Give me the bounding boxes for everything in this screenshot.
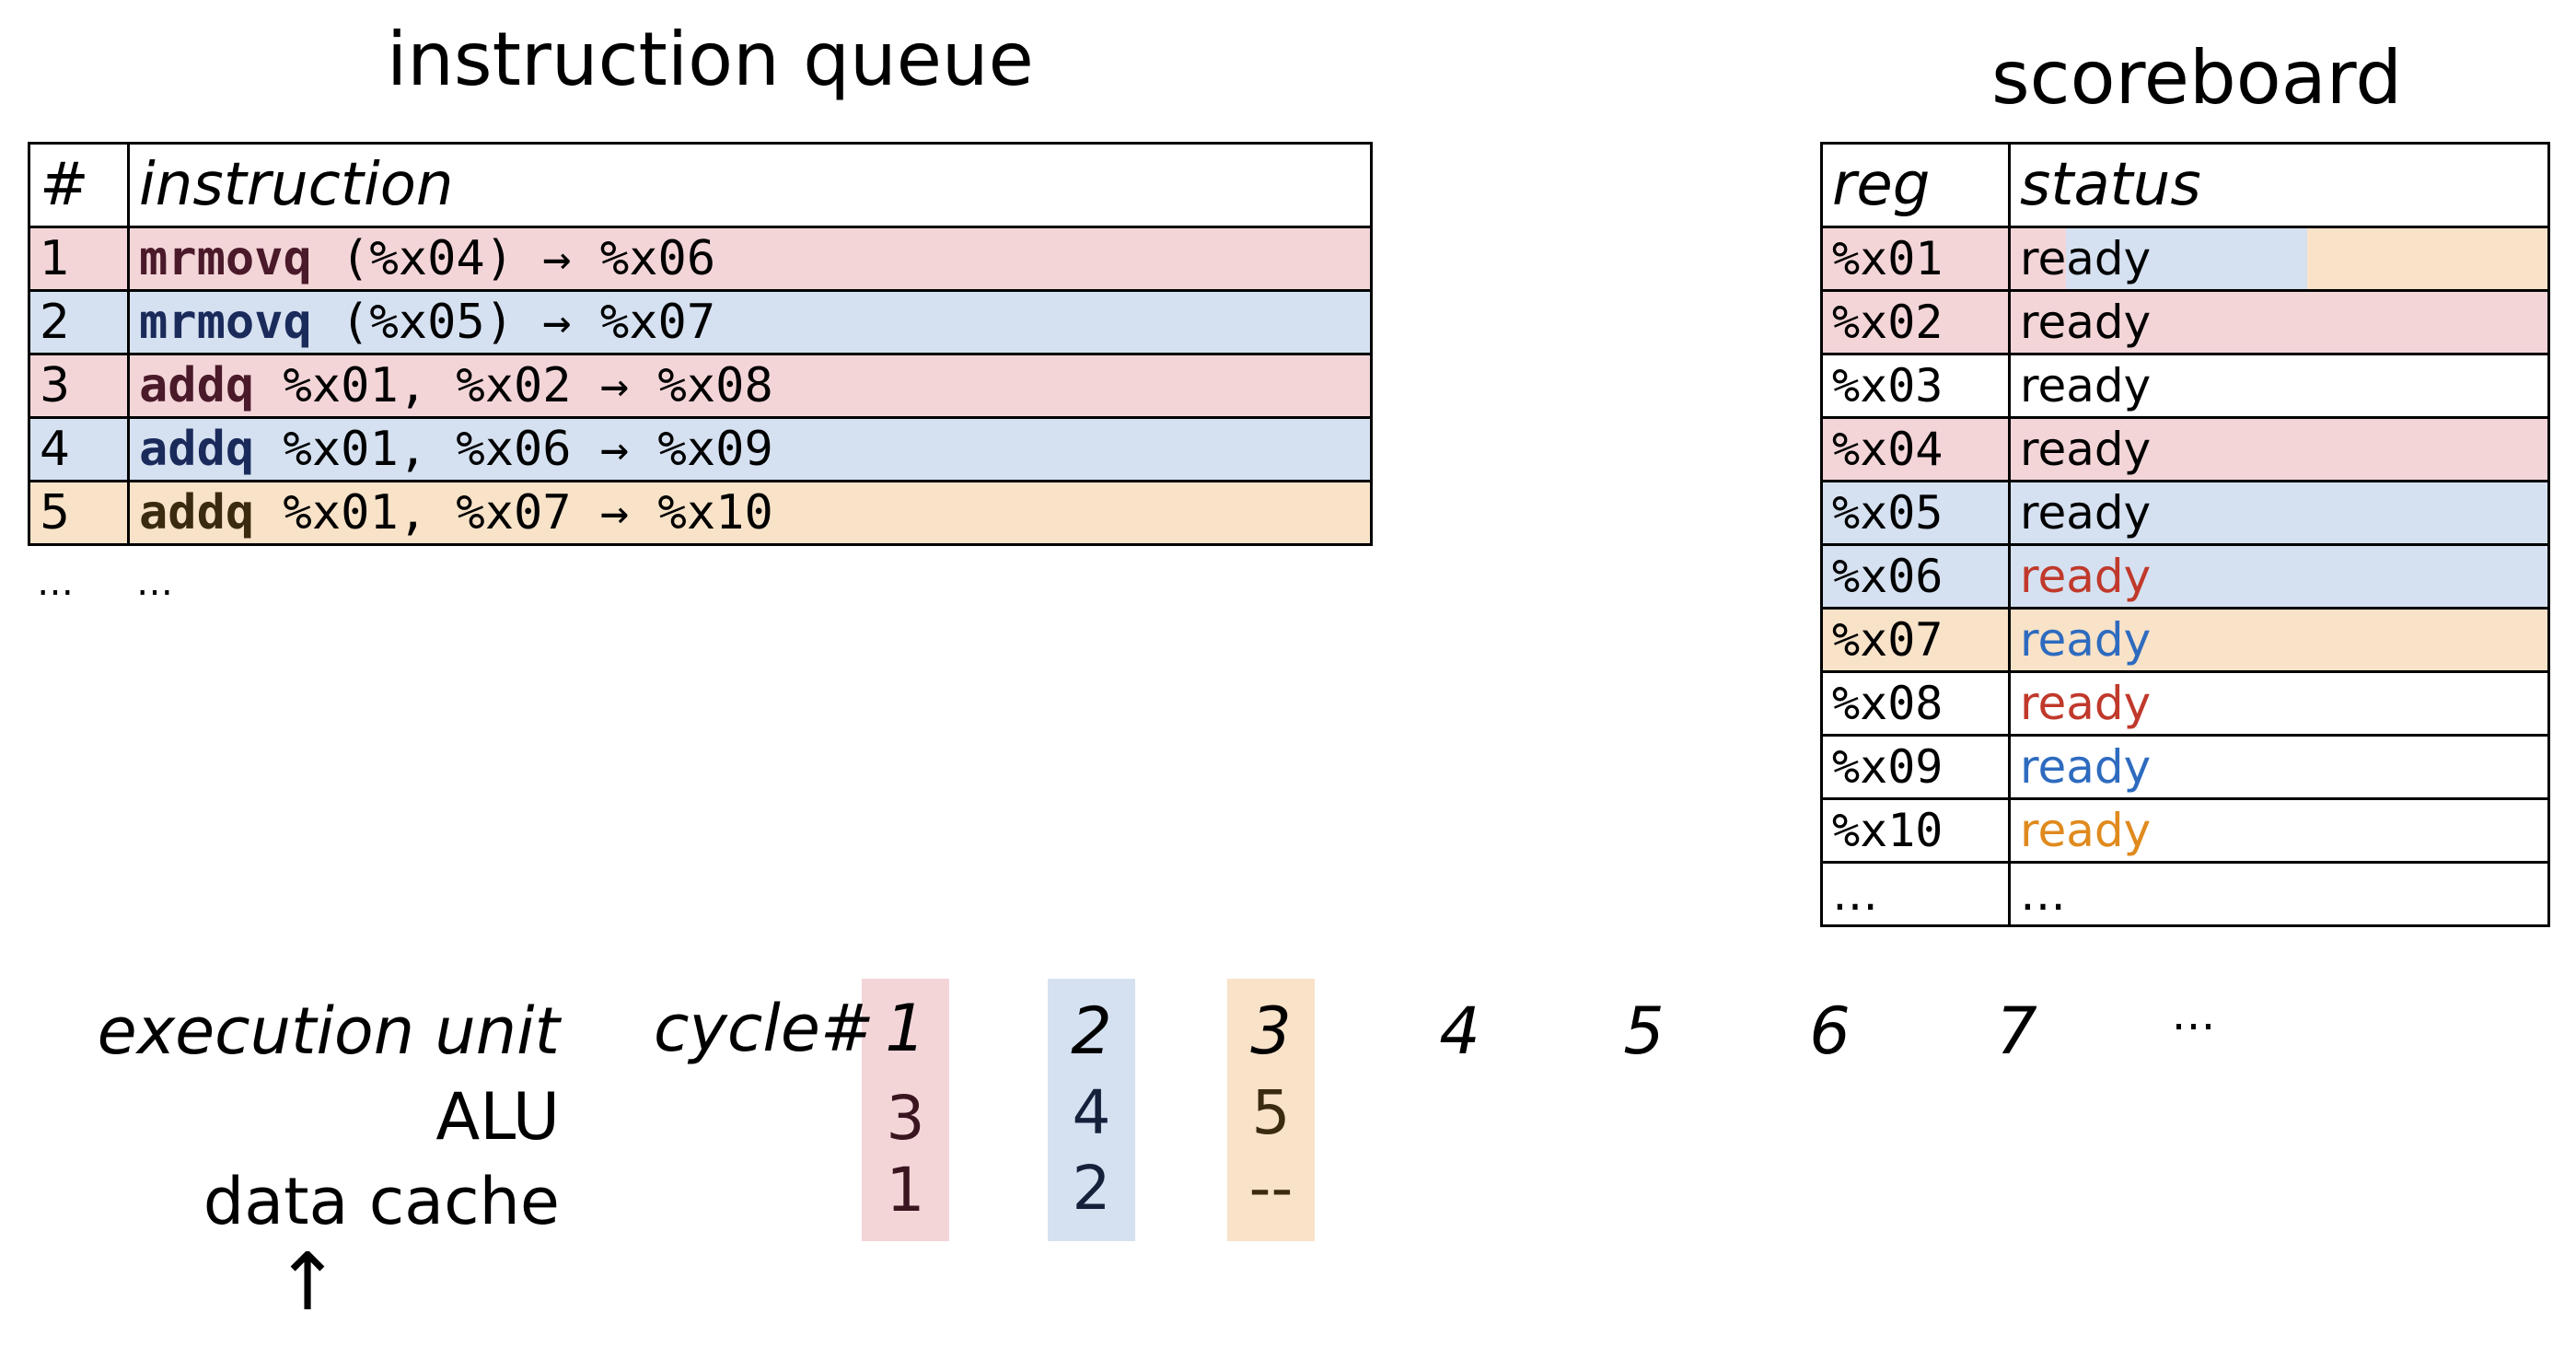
data-cache-cell: -- [1248, 1153, 1294, 1224]
queue-row-op: addq [139, 422, 255, 477]
scoreboard-more-status: … [2008, 861, 2550, 927]
scoreboard-more-reg: … [1820, 861, 2011, 927]
scoreboard-row: %x03 ready [1820, 353, 2550, 419]
queue-row-op: addq [139, 485, 255, 540]
instruction-queue-table: # instruction 1 mrmovq (%x04) → %x06 2 m… [28, 142, 1373, 546]
queue-row-args: %x01, %x07 → %x10 [283, 485, 773, 540]
scoreboard-row: %x06 ready [1820, 543, 2550, 610]
scoreboard-row: … … [1820, 861, 2550, 927]
cycle-number: 6 [1809, 993, 1851, 1069]
queue-row-num: 5 [28, 480, 130, 546]
data-cache-cell: 1 [886, 1155, 925, 1225]
scoreboard-row: %x05 ready [1820, 480, 2550, 546]
scoreboard-status: ready [2008, 797, 2550, 864]
scoreboard-reg: %x04 [1820, 416, 2011, 482]
scoreboard-row: %x07 ready [1820, 607, 2550, 673]
queue-row-instruction: addq %x01, %x02 → %x08 [127, 353, 1373, 419]
cycle-more: … [2171, 989, 2216, 1040]
scoreboard-reg: %x06 [1820, 543, 2011, 610]
queue-row-args: %x01, %x06 → %x09 [283, 422, 773, 477]
scoreboard-reg: %x01 [1820, 226, 2011, 292]
queue-row-instruction: mrmovq (%x04) → %x06 [127, 226, 1373, 292]
alu-cell: 5 [1251, 1077, 1291, 1148]
queue-row-args: %x01, %x02 → %x08 [283, 358, 773, 413]
queue-row: 1 mrmovq (%x04) → %x06 [28, 226, 1373, 292]
instruction-queue-title: instruction queue [387, 17, 1034, 102]
queue-header-row: # instruction [28, 142, 1373, 228]
scoreboard-title: scoreboard [1991, 35, 2402, 121]
queue-row: 4 addq %x01, %x06 → %x09 [28, 416, 1373, 482]
scoreboard-reg: %x09 [1820, 734, 2011, 800]
queue-row-op: mrmovq [139, 231, 312, 286]
scoreboard-status: ready [2008, 480, 2550, 546]
cycle-column-highlight [1048, 979, 1135, 1241]
cycle-label: cycle# [654, 991, 875, 1066]
scoreboard-status: ready [2008, 607, 2550, 673]
cycle-number: 1 [885, 991, 926, 1066]
queue-more-instruction: … [136, 562, 173, 604]
cycle-number: 4 [1439, 993, 1480, 1069]
queue-row-instruction: addq %x01, %x06 → %x09 [127, 416, 1373, 482]
cycle-number: 2 [1071, 993, 1112, 1069]
queue-row: 3 addq %x01, %x02 → %x08 [28, 353, 1373, 419]
scoreboard-row: %x09 ready [1820, 734, 2550, 800]
scoreboard-status: ready [2008, 543, 2550, 610]
scoreboard-status: ready [2008, 734, 2550, 800]
cycle-number: 7 [1996, 993, 2037, 1069]
scoreboard-status: ready [2008, 289, 2550, 355]
scoreboard-reg: %x05 [1820, 480, 2011, 546]
alu-cell: 3 [886, 1083, 925, 1154]
scoreboard-status: ready [2008, 416, 2550, 482]
scoreboard-row: %x01 ready [1820, 226, 2550, 292]
alu-cell: 4 [1072, 1077, 1111, 1148]
queue-row-instruction: mrmovq (%x05) → %x07 [127, 289, 1373, 355]
queue-row-args: (%x05) → %x07 [341, 295, 716, 350]
up-arrow-icon: ↑ [274, 1237, 342, 1329]
cycle-number: 5 [1623, 993, 1665, 1069]
scoreboard-status: ready [2008, 353, 2550, 419]
cycle-number: 3 [1250, 993, 1292, 1069]
scoreboard-row: %x02 ready [1820, 289, 2550, 355]
scoreboard-status: ready [2008, 226, 2550, 292]
queue-row-op: mrmovq [139, 295, 312, 350]
scoreboard-header-reg: reg [1820, 142, 2011, 228]
execution-unit-label: execution unit [97, 993, 560, 1069]
queue-row-num: 4 [28, 416, 130, 482]
scoreboard-status: ready [2008, 670, 2550, 737]
queue-row-instruction: addq %x01, %x07 → %x10 [127, 480, 1373, 546]
queue-row: 2 mrmovq (%x05) → %x07 [28, 289, 1373, 355]
scoreboard-table: reg status %x01 ready %x02 ready %x03 re… [1820, 142, 2550, 927]
scoreboard-reg: %x08 [1820, 670, 2011, 737]
scoreboard-reg: %x03 [1820, 353, 2011, 419]
queue-row-num: 1 [28, 226, 130, 292]
queue-row-num: 2 [28, 289, 130, 355]
queue-row-op: addq [139, 358, 255, 413]
scoreboard-reg: %x02 [1820, 289, 2011, 355]
scoreboard-row: %x08 ready [1820, 670, 2550, 737]
queue-row-num: 3 [28, 353, 130, 419]
queue-header-num: # [28, 142, 130, 228]
queue-row: 5 addq %x01, %x07 → %x10 [28, 480, 1373, 546]
cycle-column-highlight [862, 979, 949, 1241]
data-cache-cell: 2 [1072, 1153, 1111, 1224]
queue-row-args: (%x04) → %x06 [341, 231, 716, 286]
scoreboard-row: %x04 ready [1820, 416, 2550, 482]
scoreboard-reg: %x10 [1820, 797, 2011, 864]
queue-more-num: … [37, 562, 74, 604]
scoreboard-row: %x10 ready [1820, 797, 2550, 864]
data-cache-label: data cache [203, 1164, 560, 1239]
scoreboard-reg: %x07 [1820, 607, 2011, 673]
scoreboard-header-row: reg status [1820, 142, 2550, 228]
scoreboard-header-status: status [2008, 142, 2550, 228]
cycle-column-highlight [1227, 979, 1315, 1241]
alu-label: ALU [435, 1079, 560, 1155]
scoreboard-status-text: ready [2020, 232, 2152, 285]
queue-header-instruction: instruction [127, 142, 1373, 228]
